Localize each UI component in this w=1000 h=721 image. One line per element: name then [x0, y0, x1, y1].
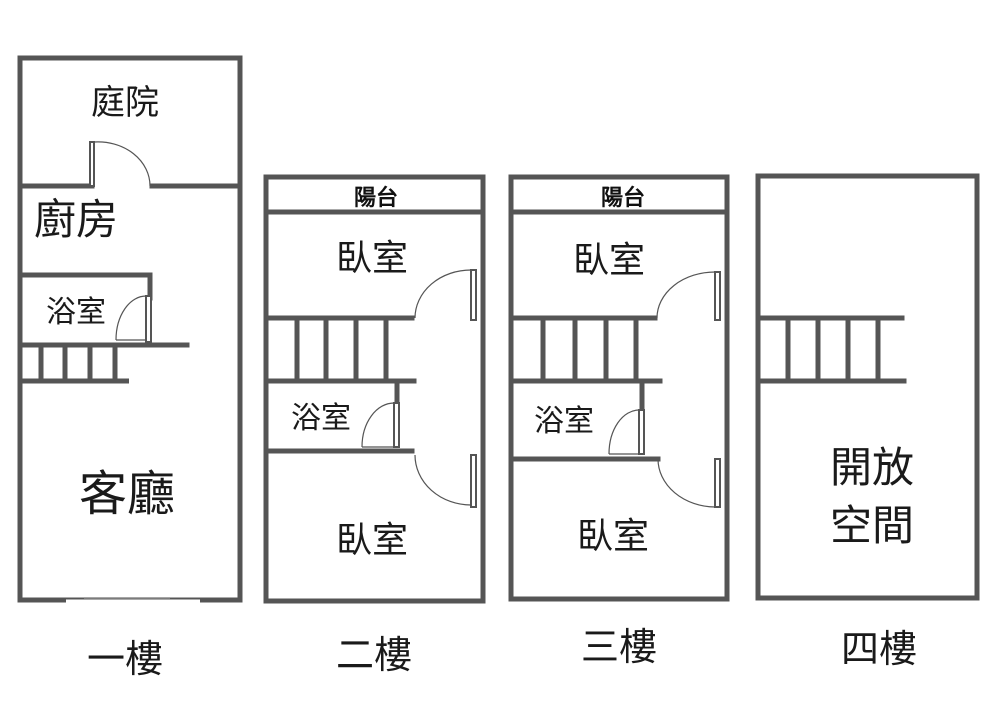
floor-3-stairs [540, 318, 639, 381]
floor-2-bathroom-door [361, 402, 400, 448]
floor-3-bathroom-door [608, 409, 645, 455]
floor-label-1: 一樓 [87, 637, 163, 681]
floor-2-bedroom-bottom-door [414, 454, 477, 508]
floor-3-outer-wall [508, 174, 730, 602]
room-label-courtyard: 庭院 [91, 83, 159, 123]
room-label-floor-2-balcony: 陽台 [354, 185, 398, 211]
room-label-living-room: 客廳 [79, 466, 175, 522]
floor-1-bathroom-door [115, 295, 152, 343]
room-label-floor-2-bedroom-bottom: 臥室 [336, 520, 408, 561]
floor-3-plan: 陽台 臥室 浴室 臥室 三樓 [508, 174, 730, 669]
room-label-kitchen: 廚房 [34, 195, 118, 244]
floor-4-plan: 開放 空間 四樓 [755, 173, 980, 671]
floor-1-plan: 庭院 廚房 浴室 客廳 一樓 [17, 55, 243, 681]
floor-1-stairs [20, 345, 129, 384]
room-label-floor-2-bedroom-top: 臥室 [336, 238, 408, 279]
floor-3-bedroom-top-door [656, 271, 721, 321]
floor-4-outer-wall [755, 173, 980, 601]
room-label-floor-3-bedroom-top: 臥室 [573, 240, 645, 281]
room-label-open-space-line-2: 空間 [830, 501, 914, 550]
floor-2-outer-wall [263, 174, 486, 604]
floor-1-courtyard-door [89, 141, 151, 187]
room-label-floor-3-balcony: 陽台 [601, 185, 645, 211]
room-label-floor-3-bedroom-bottom: 臥室 [577, 516, 649, 557]
floor-label-3: 三樓 [581, 625, 657, 669]
room-label-floor-1-bathroom: 浴室 [46, 295, 106, 330]
floor-2-stairs [294, 318, 389, 381]
floor-2-bedroom-top-door [414, 269, 477, 321]
room-label-open-space-line-1: 開放 [830, 443, 914, 492]
floor-2-plan: 陽台 臥室 浴室 臥室 二樓 [263, 174, 486, 677]
floor-label-4: 四樓 [841, 627, 917, 671]
floor-3-bedroom-bottom-door [657, 458, 721, 508]
floor-4-stairs [785, 318, 881, 381]
room-label-floor-3-bathroom: 浴室 [534, 404, 594, 439]
floor-label-2: 二樓 [336, 633, 412, 677]
room-label-floor-2-bathroom: 浴室 [291, 401, 351, 436]
